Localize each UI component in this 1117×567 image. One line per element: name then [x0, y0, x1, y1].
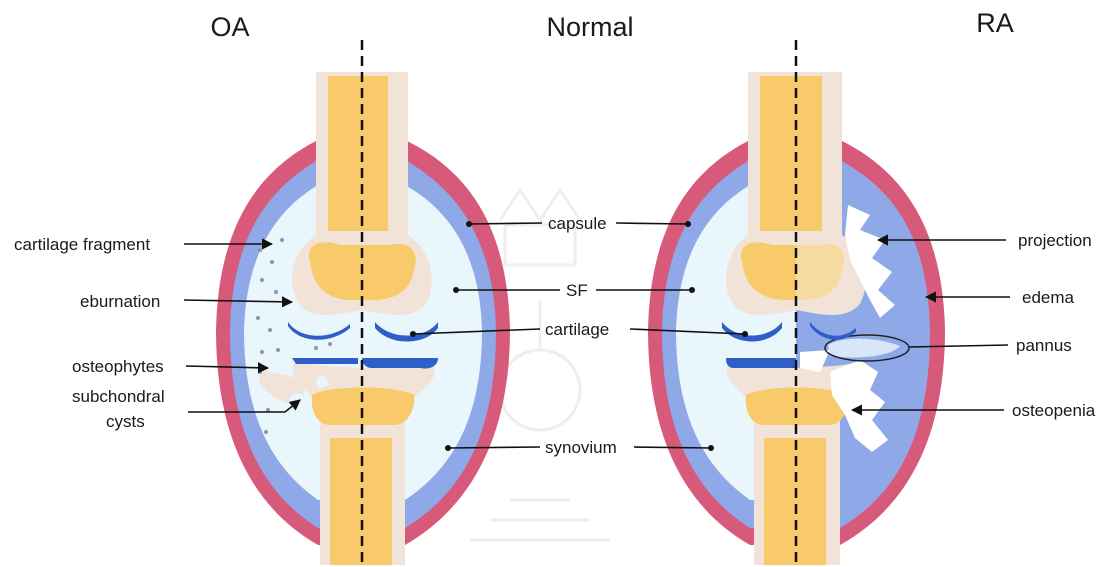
pointer-synovium-right: [634, 447, 711, 448]
label-subchondral-line1: subchondral: [72, 387, 165, 406]
pointer-capsule-left: [469, 223, 542, 224]
label-cartilage: cartilage: [545, 320, 609, 339]
label-pannus: pannus: [1016, 336, 1072, 355]
label-capsule: capsule: [548, 214, 607, 233]
pointer-sf-right-dot: [689, 287, 695, 293]
label-cartilage-fragment: cartilage fragment: [14, 235, 150, 254]
label-eburnation: eburnation: [80, 292, 160, 311]
pointer-synovium-right-dot: [708, 445, 714, 451]
pointer-synovium-left-dot: [445, 445, 451, 451]
pointer-capsule-right-dot: [685, 221, 691, 227]
cartilage-lower-oa-left: [292, 358, 358, 364]
upper-marrow-left: [328, 76, 388, 231]
label-osteopenia: osteopenia: [1012, 401, 1096, 420]
label-subchondral-line2: cysts: [106, 412, 145, 431]
upper-marrow-right: [760, 76, 822, 231]
title-normal: Normal: [546, 12, 633, 42]
pointer-capsule-right: [616, 223, 688, 224]
label-osteophytes: osteophytes: [72, 357, 164, 376]
label-edema: edema: [1022, 288, 1075, 307]
subchondral-cyst-left-2: [316, 376, 328, 388]
pointer-capsule-left-dot: [466, 221, 472, 227]
pointer-synovium-left: [448, 447, 540, 448]
cartilage-lower-normal-left: [362, 358, 438, 369]
pointer-cartilage-left-dot: [410, 331, 416, 337]
title-ra: RA: [976, 8, 1014, 38]
title-oa: OA: [210, 12, 249, 42]
label-synovium: synovium: [545, 438, 617, 457]
cartilage-lower-normal-right: [726, 358, 796, 368]
label-sf: SF: [566, 281, 588, 300]
label-projection: projection: [1018, 231, 1092, 250]
pointer-cartilage-right-dot: [742, 331, 748, 337]
pointer-sf-left-dot: [453, 287, 459, 293]
